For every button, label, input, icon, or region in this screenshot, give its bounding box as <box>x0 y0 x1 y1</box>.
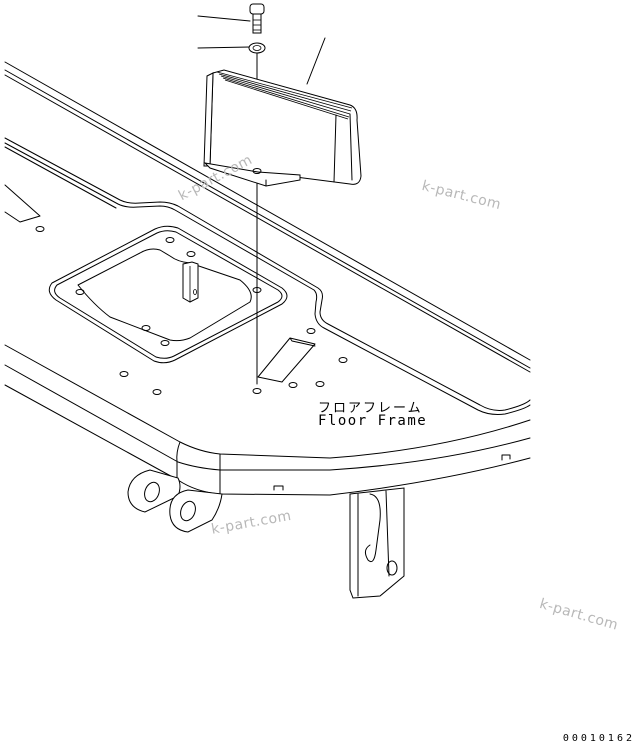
inspection-cover <box>48 225 288 364</box>
floor-frame-body <box>4 61 531 496</box>
part-label-japanese: フロアフレーム <box>318 401 423 416</box>
slot-opening <box>257 337 316 383</box>
step-block <box>203 69 362 187</box>
washer-icon <box>248 42 266 54</box>
leader-lines <box>197 15 326 85</box>
part-label-english: Floor Frame <box>318 413 428 429</box>
rear-bracket <box>349 487 405 599</box>
figure-number: 00010162 <box>562 733 635 744</box>
bolt-icon <box>249 3 265 34</box>
mounting-holes <box>35 226 348 395</box>
hinge-brackets <box>127 469 223 533</box>
